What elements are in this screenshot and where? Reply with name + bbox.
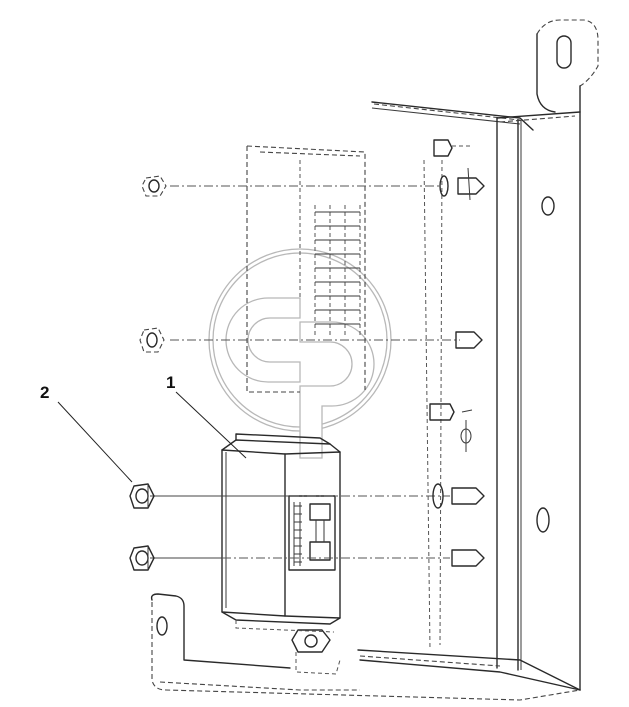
mounting-bracket [357,19,599,691]
callout-label-2: 2 [40,383,49,402]
nut-1 [141,175,167,197]
fastener-axes [150,185,460,559]
callout-label-1: 1 [166,373,175,392]
stud-3 [455,331,483,349]
module-outline-hidden [246,145,366,393]
stud-5 [432,483,485,509]
nut-4 [129,545,155,571]
stud-6 [451,549,485,567]
stud-1 [433,139,472,157]
stud-2 [439,167,485,201]
nut-3 [129,483,155,509]
nut-2 [139,327,165,353]
stud-4 [429,403,473,452]
control-module [221,433,341,633]
lower-bracket [150,593,581,701]
callout-leaders [57,391,247,483]
